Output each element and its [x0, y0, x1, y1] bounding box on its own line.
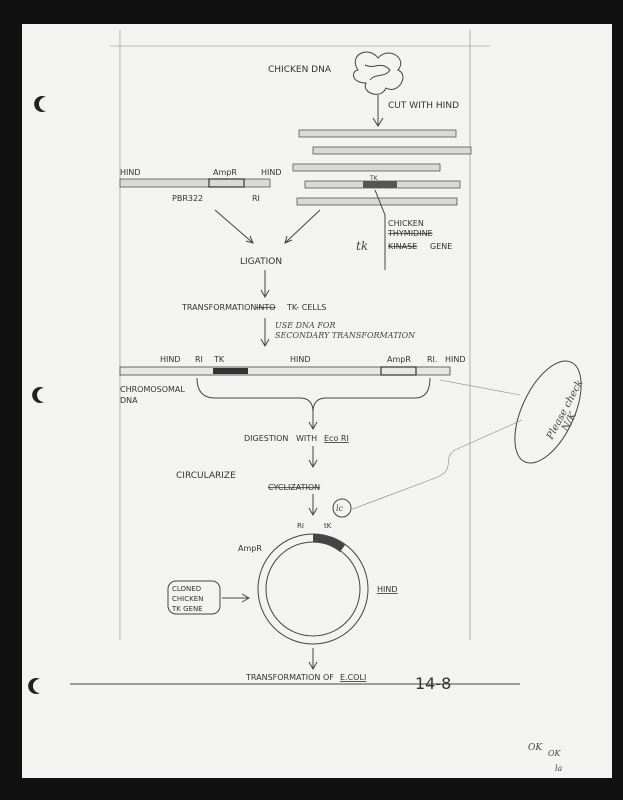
circular-plasmid	[257, 533, 369, 645]
ligation-arrows	[214, 209, 321, 244]
ok-mark-2: OK	[548, 749, 562, 758]
ok-mark-1: OK	[528, 743, 543, 753]
hind-right-label: HIND	[261, 168, 282, 177]
tk-gene-segment	[363, 181, 397, 188]
chicken-note: CHICKEN	[388, 219, 424, 228]
dna-caption: DNA	[120, 396, 138, 405]
check-note-oval	[514, 360, 582, 464]
ecoli-label: E.COLI	[340, 673, 366, 682]
cyclization-struck: CYCLIZATION	[268, 483, 320, 492]
pbr322-plasmid	[119, 178, 271, 188]
arrow	[308, 494, 318, 517]
chromo-tk: TK	[213, 355, 225, 364]
circle-tk-label: tK	[324, 522, 332, 530]
chicken-dna-label: CHICKEN DNA	[268, 65, 332, 75]
thymidine-struck: THYMIDINE	[387, 229, 433, 238]
circle-ri-label: RI	[297, 522, 304, 530]
page-number: 14-8	[415, 674, 451, 693]
chicken-label: CHICKEN	[172, 595, 203, 603]
dna-fragments	[292, 129, 472, 206]
arrow	[308, 648, 318, 671]
initials-lc: lc	[336, 504, 344, 513]
tk-cells-label: TK- CELLS	[286, 303, 326, 312]
arrow	[308, 446, 318, 469]
circle-amp-label: AmpR	[238, 544, 262, 553]
tk-fragment-label: TK	[369, 175, 379, 182]
arrow	[260, 318, 270, 348]
reviewer-initials: la	[555, 764, 563, 773]
chromo-ri-2: RI.	[427, 355, 437, 364]
chromo-ri-1: RI	[195, 355, 203, 364]
cut-with-label: CUT WITH HIND	[388, 101, 459, 111]
eco-ri-label: Eco RI	[324, 434, 349, 443]
with-label: WITH	[296, 434, 317, 443]
pointer-line	[374, 189, 386, 270]
chromo-hind-1: HIND	[160, 355, 181, 364]
arrowhead	[372, 117, 384, 127]
amp-region	[208, 178, 245, 188]
tk-note: tk	[356, 239, 368, 253]
chromo-amp: AmpR	[387, 355, 411, 364]
binder-holes	[28, 96, 46, 694]
arrow	[222, 593, 251, 603]
chicken-dna-tangle	[353, 51, 404, 95]
arrow	[308, 412, 318, 431]
kinase-struck: KINASE	[388, 242, 417, 251]
digestion-label: DIGESTION	[244, 434, 288, 443]
gene-note: GENE	[430, 242, 452, 251]
amp-label: AmpR	[213, 168, 237, 177]
cloned-label: CLONED	[172, 585, 201, 593]
pointer-lines	[349, 379, 523, 511]
transformation-ecoli-label: TRANSFORMATION OF	[245, 673, 334, 682]
use-dna-note: USE DNA FOR	[275, 321, 335, 330]
pbr322-label: PBR322	[172, 194, 203, 203]
ligation-label: LIGATION	[240, 257, 282, 267]
circularize-label: CIRCULARIZE	[176, 471, 236, 481]
tk-gene-label: TK GENE	[171, 605, 203, 613]
chromosomal-dna	[119, 366, 451, 376]
into-struck: INTO	[256, 303, 276, 312]
transformation-label: TRANSFORMATION	[181, 303, 256, 312]
chromosomal-caption: CHROMOSOMAL	[120, 385, 185, 394]
chromo-hind-2: HIND	[290, 355, 311, 364]
chromo-hind-3: HIND	[445, 355, 466, 364]
initials-circle	[332, 498, 352, 518]
hind-left-label: HIND	[120, 168, 141, 177]
circle-hind-label: HIND	[377, 585, 398, 594]
arrow	[260, 270, 270, 299]
cloned-gene-box	[167, 580, 221, 615]
ri-label: RI	[252, 194, 260, 203]
secondary-transformation-note: SECONDARY TRANSFORMATION	[275, 331, 416, 340]
